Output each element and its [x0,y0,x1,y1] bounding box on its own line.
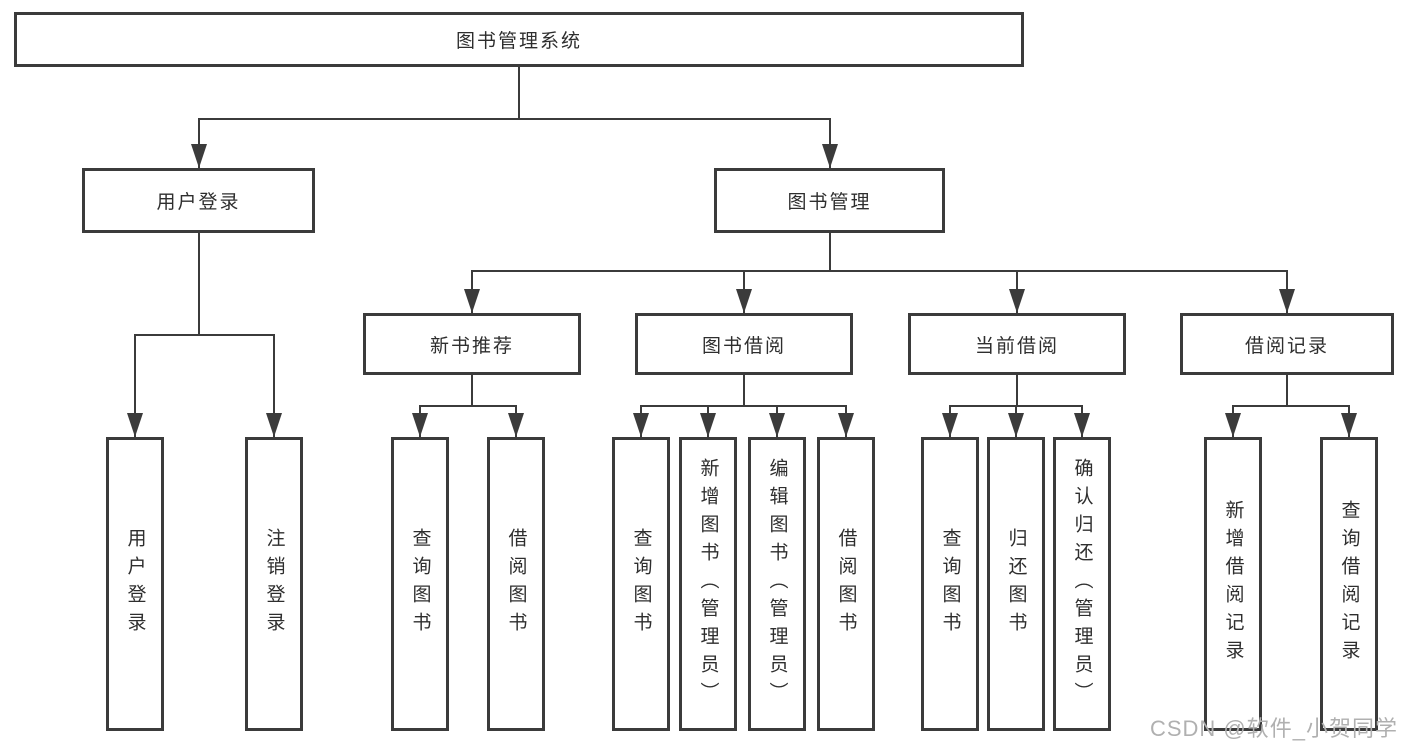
leaf-borrowing-borrow-books: 借阅图书 [817,437,875,731]
node-user-login: 用户登录 [82,168,315,233]
connector-current-borrowing-to-leaves [942,375,1090,437]
leaf-user-login-label: 用户登录 [124,528,146,640]
connector-book-borrowing-to-leaves [633,375,854,437]
connector-root-to-level2 [191,67,838,168]
leaf-borrowing-add-book-admin-label: 新增图书（管理员） [697,458,719,710]
node-new-book-recommendation-label: 新书推荐 [429,335,514,357]
leaf-recommend-borrow-books-label: 借阅图书 [505,528,527,640]
leaf-current-query-books: 查询图书 [921,437,979,731]
leaf-recommend-borrow-books: 借阅图书 [487,437,545,731]
leaf-current-confirm-return-admin-label: 确认归还（管理员） [1071,458,1093,710]
node-current-borrowing: 当前借阅 [908,313,1126,375]
connector-user-login-to-leaves [127,233,282,437]
leaf-logout-login-label: 注销登录 [263,528,285,640]
csdn-watermark: CSDN @软件_小贺同学 [1149,716,1398,741]
leaf-borrowing-query-books: 查询图书 [612,437,670,731]
leaf-user-login: 用户登录 [106,437,164,731]
leaf-borrowing-query-books-label: 查询图书 [630,528,652,640]
leaf-borrowing-edit-book-admin-label: 编辑图书（管理员） [766,458,788,710]
leaf-borrowing-edit-book-admin: 编辑图书（管理员） [748,437,806,731]
leaf-borrowing-add-book-admin: 新增图书（管理员） [679,437,737,731]
node-user-login-label: 用户登录 [156,192,241,213]
node-book-borrowing: 图书借阅 [635,313,853,375]
node-book-borrowing-label: 图书借阅 [701,335,786,357]
leaf-current-return-books: 归还图书 [987,437,1045,731]
leaf-records-query-borrow-record: 查询借阅记录 [1320,437,1378,731]
leaf-current-confirm-return-admin: 确认归还（管理员） [1053,437,1111,731]
leaf-records-add-borrow-record: 新增借阅记录 [1204,437,1262,731]
leaf-recommend-query-books: 查询图书 [391,437,449,731]
node-borrowing-records-label: 借阅记录 [1244,335,1329,357]
node-book-management-label: 图书管理 [787,192,872,213]
node-current-borrowing-label: 当前借阅 [974,335,1059,357]
leaf-logout-login: 注销登录 [245,437,303,731]
leaf-borrowing-borrow-books-label: 借阅图书 [835,528,857,640]
leaf-records-query-borrow-record-label: 查询借阅记录 [1338,500,1360,668]
node-borrowing-records: 借阅记录 [1180,313,1394,375]
node-book-management-system: 图书管理系统 [14,12,1024,67]
node-book-management: 图书管理 [714,168,945,233]
leaf-records-add-borrow-record-label: 新增借阅记录 [1222,500,1244,668]
node-new-book-recommendation: 新书推荐 [363,313,581,375]
connector-book-management-to-level3 [464,233,1295,313]
leaf-current-query-books-label: 查询图书 [939,528,961,640]
leaf-recommend-query-books-label: 查询图书 [409,528,431,640]
connector-new-book-recommendation-to-leaves [412,375,524,437]
connector-borrowing-records-to-leaves [1225,375,1357,437]
leaf-current-return-books-label: 归还图书 [1005,528,1027,640]
node-book-management-system-label: 图书管理系统 [455,31,582,52]
